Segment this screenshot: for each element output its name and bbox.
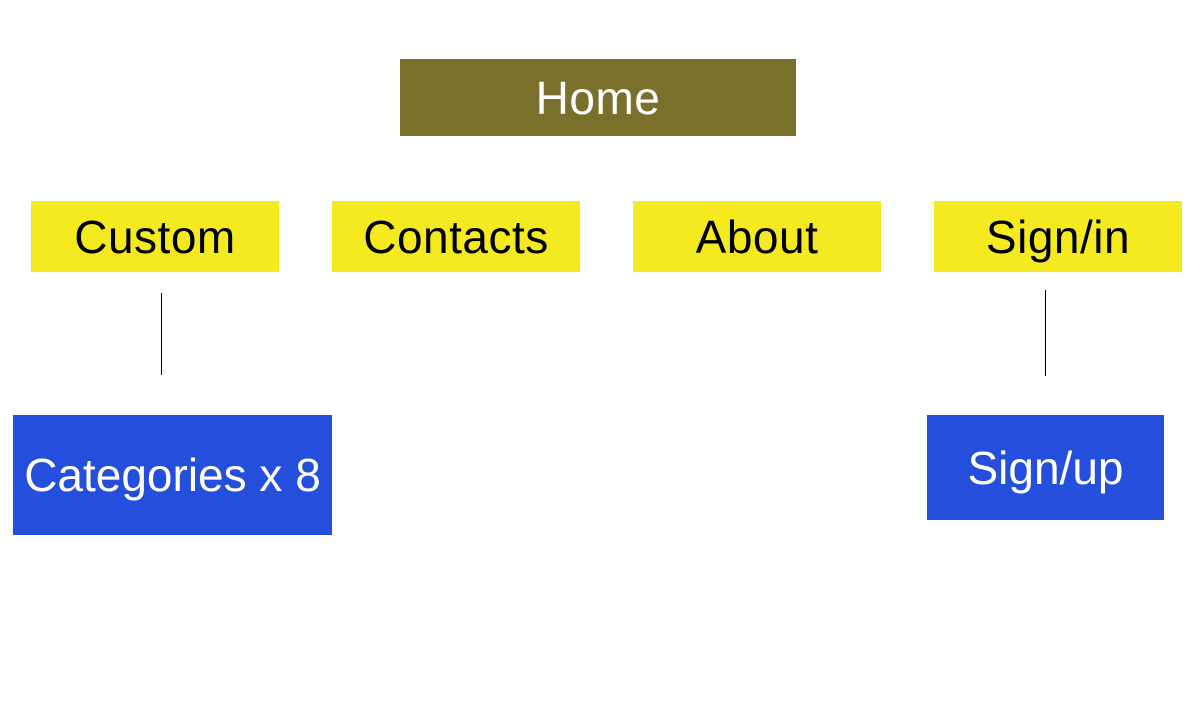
signin-node: Sign/in (934, 201, 1182, 272)
about-node: About (633, 201, 881, 272)
contacts-node: Contacts (332, 201, 580, 272)
categories-node: Categories x 8 (13, 415, 332, 535)
signup-node: Sign/up (927, 415, 1164, 520)
custom-to-categories-connector (161, 293, 162, 375)
home-node: Home (400, 59, 796, 136)
signin-to-signup-connector (1045, 290, 1046, 376)
custom-node: Custom (31, 201, 279, 272)
